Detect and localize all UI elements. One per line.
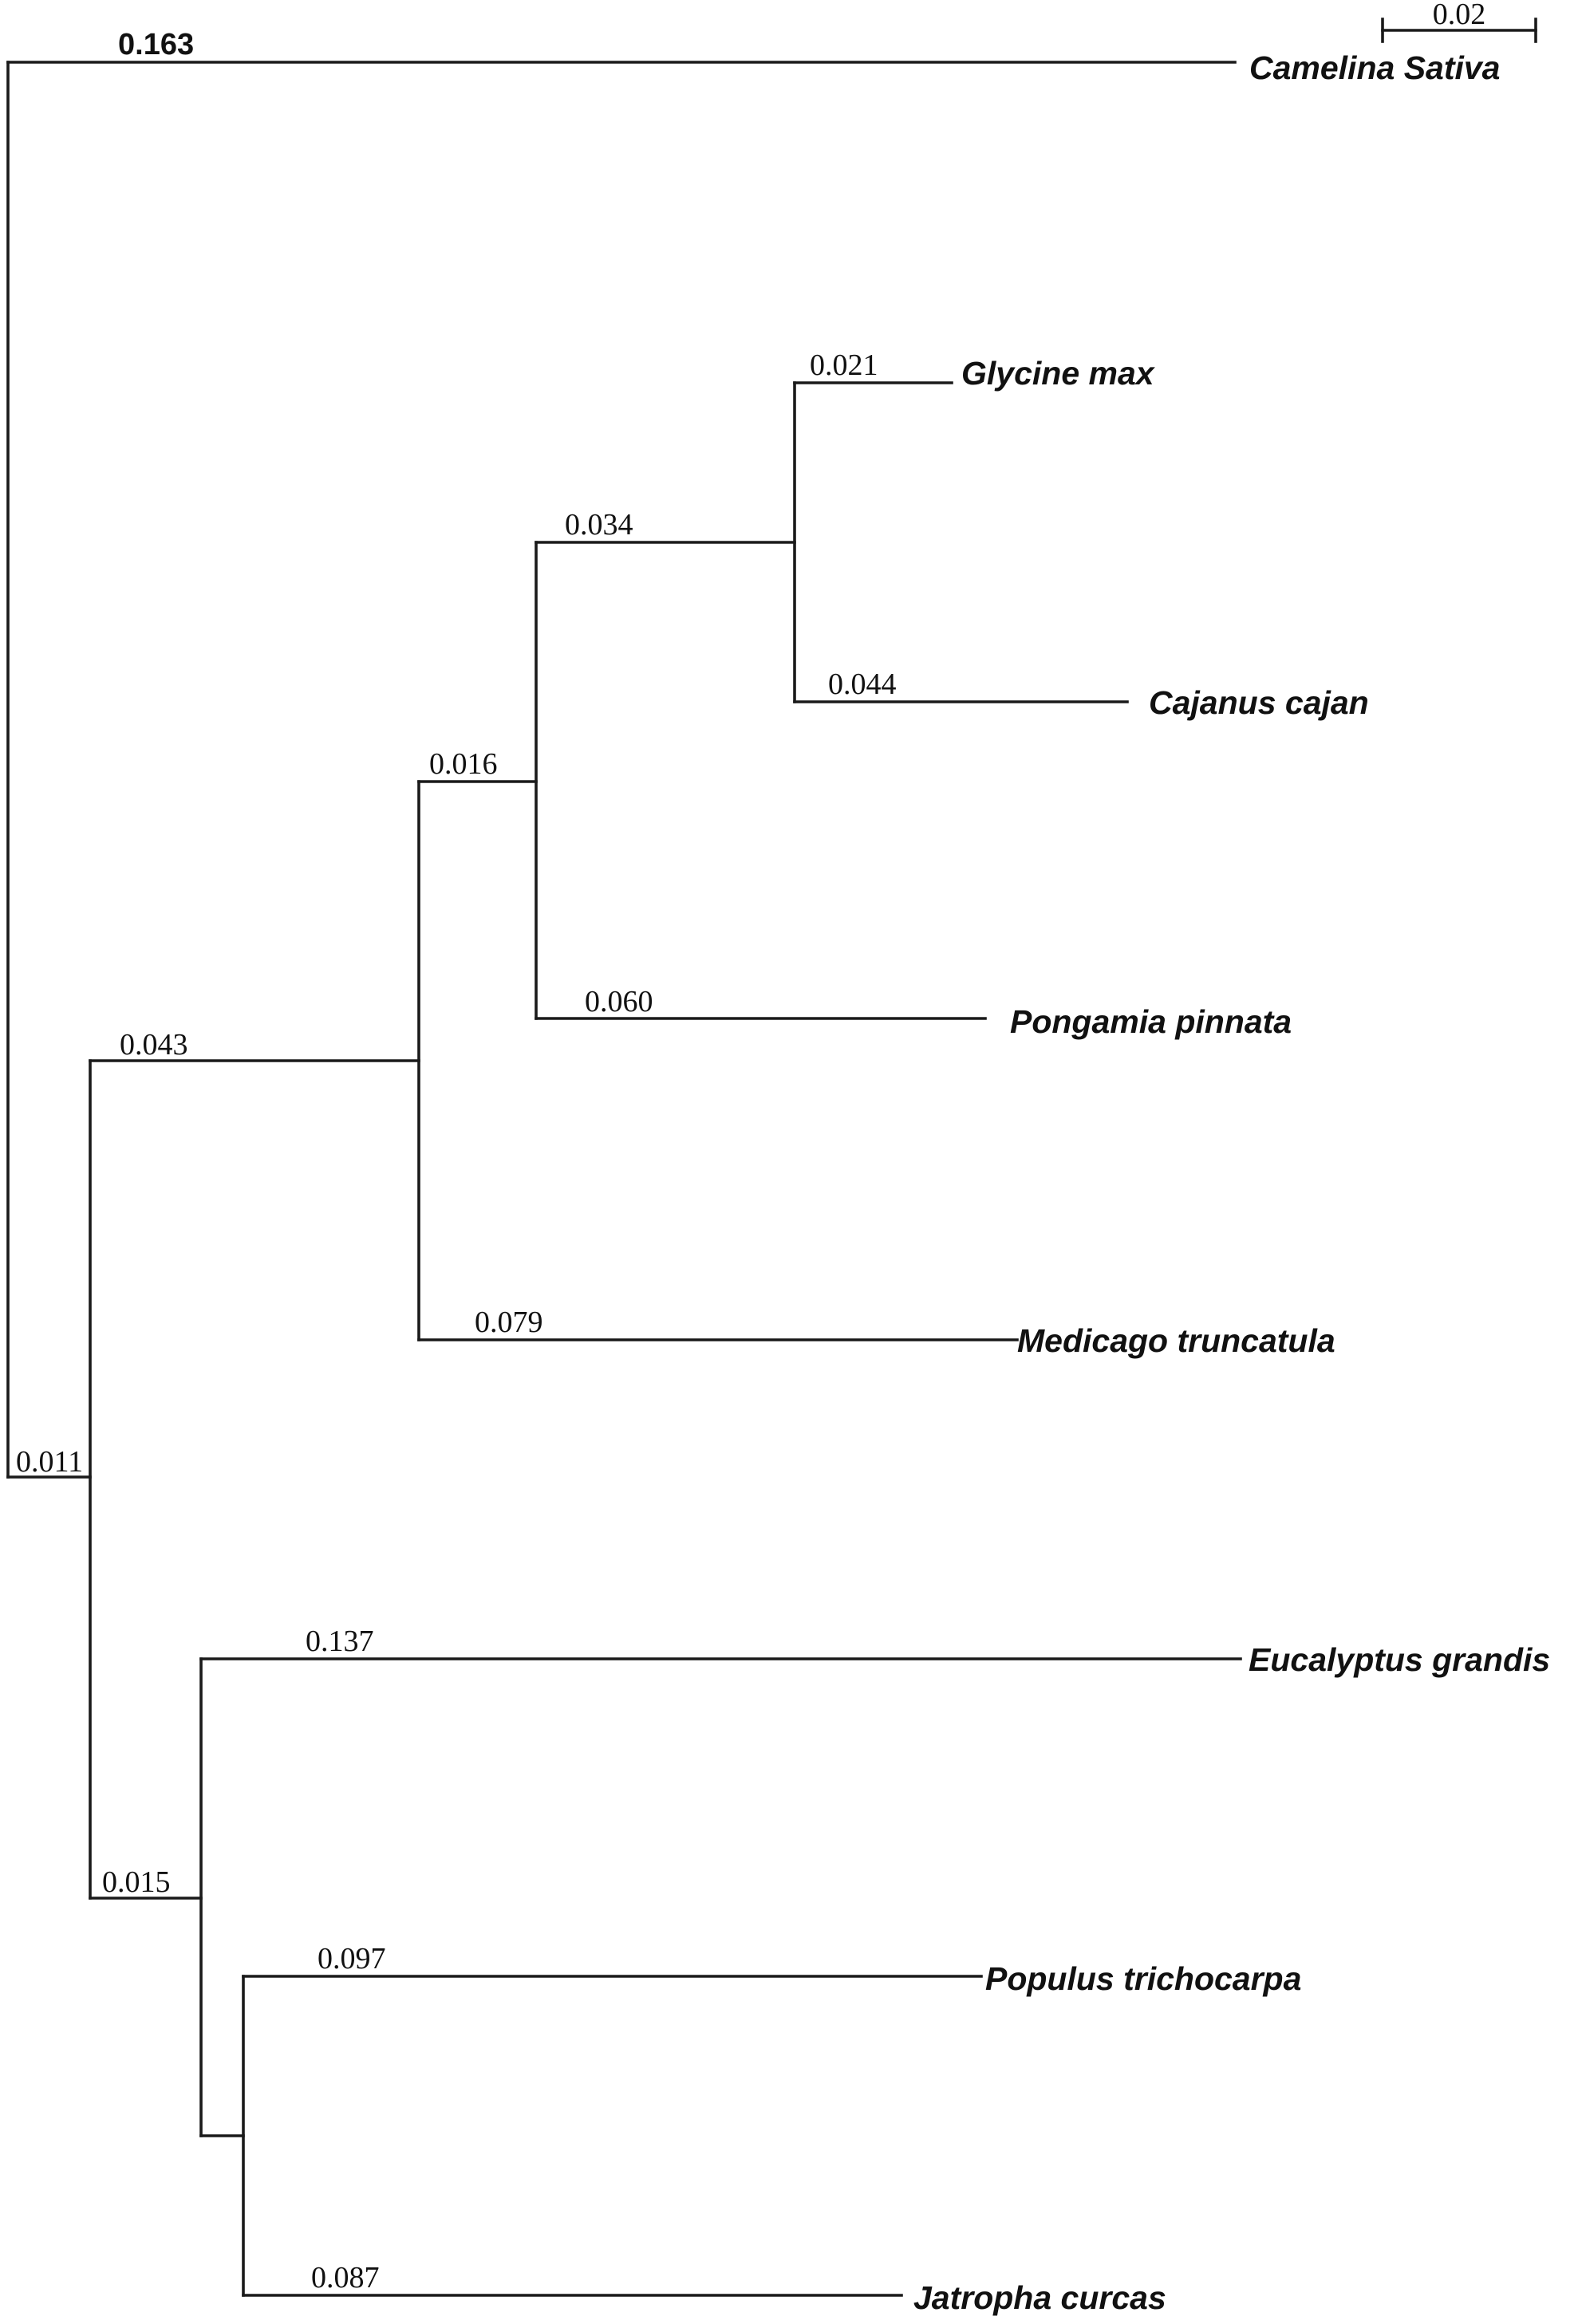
branch-length-cajanus: 0.044 xyxy=(828,668,897,701)
taxon-label-eucalyptus: Eucalyptus grandis xyxy=(1249,1641,1550,1678)
scale-bar-label: 0.02 xyxy=(1433,0,1486,31)
branch-length-jatropha: 0.087 xyxy=(311,2261,380,2294)
taxon-label-medicago: Medicago truncatula xyxy=(1017,1322,1335,1359)
branch-length-legumes: 0.043 xyxy=(120,1028,188,1062)
branch-length-pongamia: 0.060 xyxy=(585,985,653,1018)
branch-length-glycine-cajanus-pongamia: 0.016 xyxy=(429,747,498,781)
taxon-label-camelina: Camelina Sativa xyxy=(1249,49,1501,86)
taxon-label-pongamia: Pongamia pinnata xyxy=(1010,1003,1292,1040)
taxon-label-populus: Populus trichocarpa xyxy=(985,1960,1301,1997)
scale-bar: 0.02 xyxy=(1381,0,1537,43)
branch-length-medicago: 0.079 xyxy=(475,1306,543,1339)
branch-length-populus-jatropha-eucalyptus: 0.015 xyxy=(102,1865,171,1899)
taxon-label-cajanus: Cajanus cajan xyxy=(1149,684,1369,721)
taxon-label-glycine: Glycine max xyxy=(961,355,1156,392)
branch-length-glycine: 0.021 xyxy=(810,349,878,382)
branch-length-root: 0.011 xyxy=(16,1445,83,1479)
branch-length-glycine-cajanus: 0.034 xyxy=(565,508,633,542)
branch-length-camelina: 0.163 xyxy=(118,28,194,61)
branch-length-eucalyptus: 0.137 xyxy=(306,1625,374,1658)
branch-length-populus: 0.097 xyxy=(318,1942,386,1975)
taxon-label-jatropha: Jatropha curcas xyxy=(913,2279,1166,2316)
